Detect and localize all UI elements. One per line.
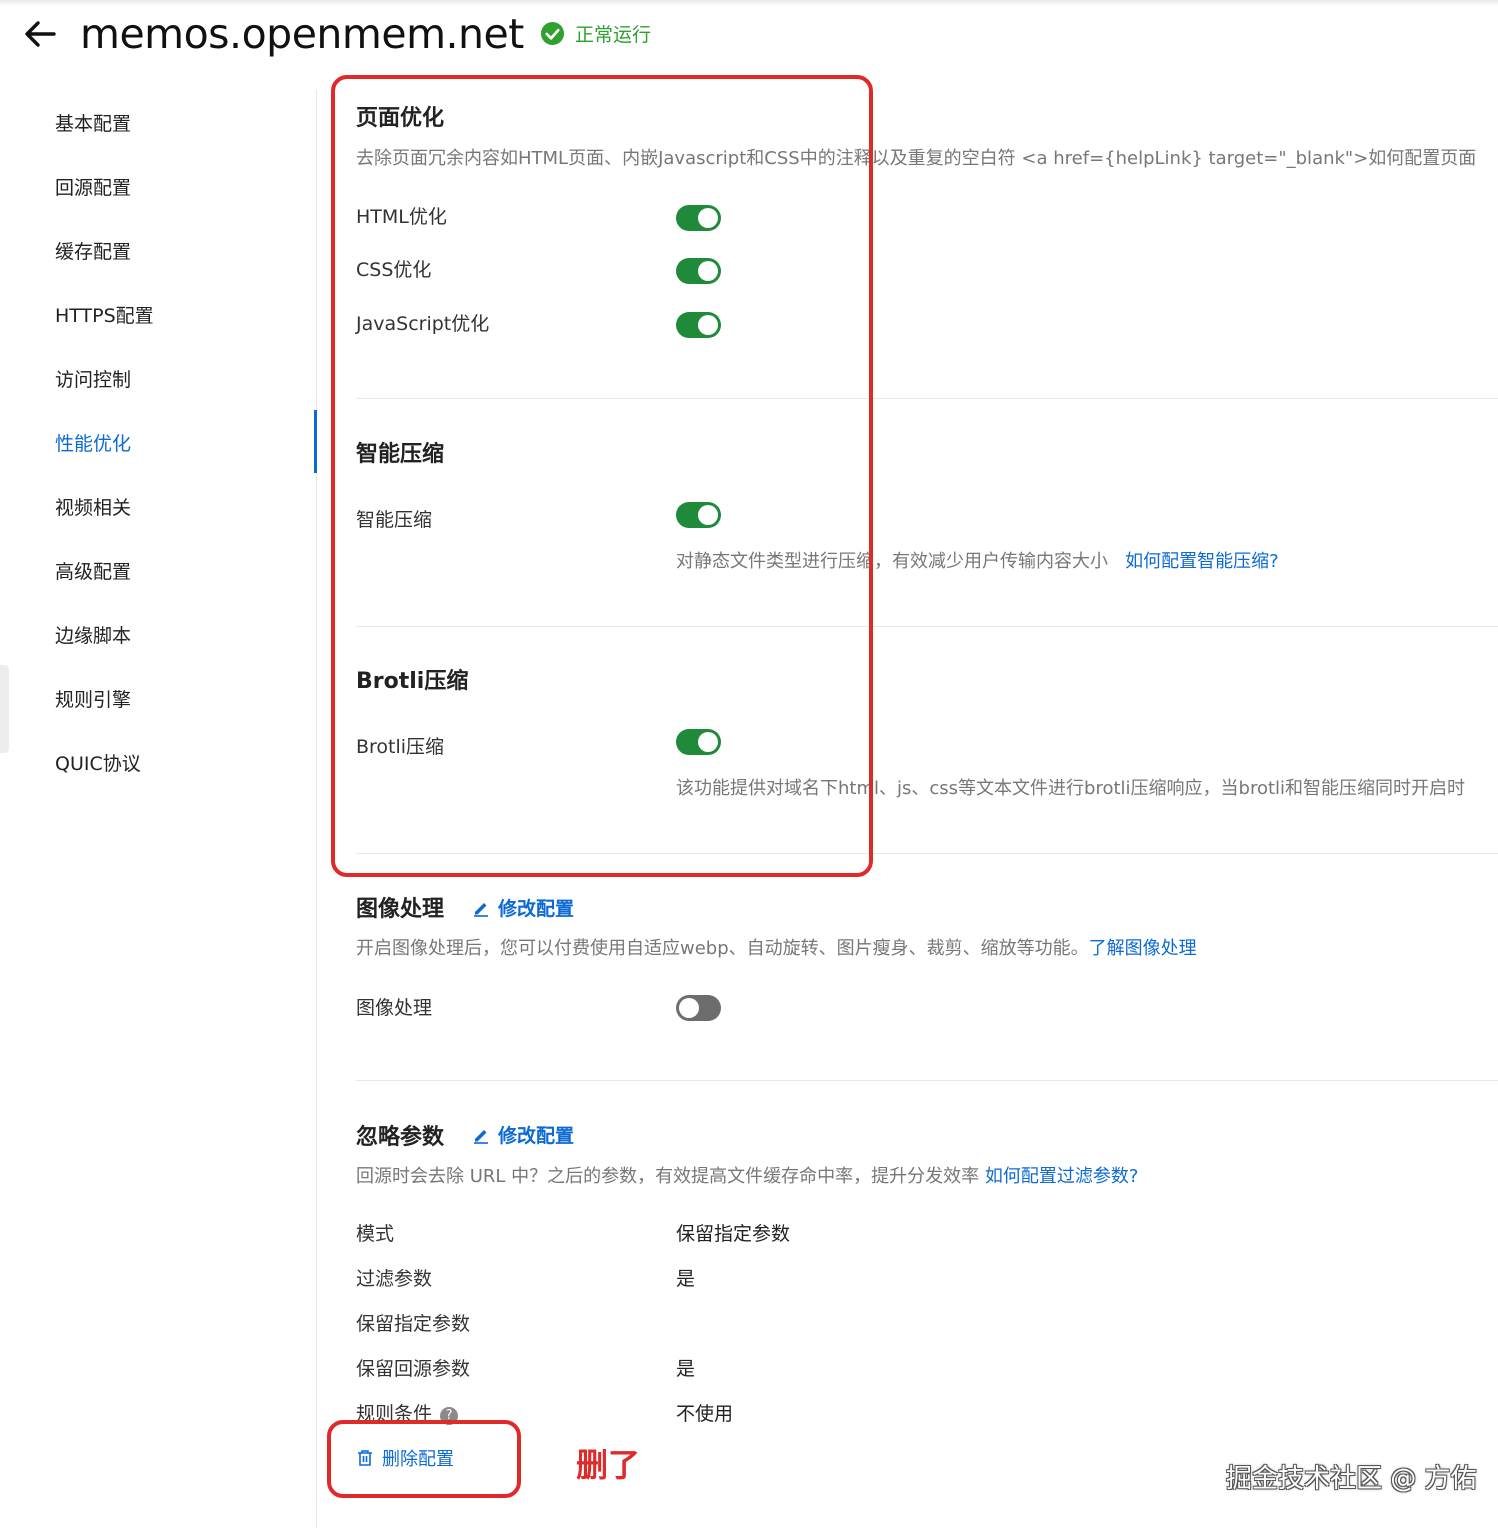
brotli-description: 该功能提供对域名下html、js、css等文本文件进行brotli压缩响应，当b… [676,778,1466,799]
image-description: 开启图像处理后，您可以付费使用自适应webp、自动旋转、图片瘦身、裁剪、缩放等功… [356,934,1197,960]
sidebar-item-https[interactable]: HTTPS配置 [55,305,154,327]
sidebar-active-indicator [314,410,317,473]
brotli-label: Brotli压缩 [356,736,445,758]
smart-compression-help-link[interactable]: 如何配置智能压缩? [1125,551,1279,572]
sidebar-item-advanced[interactable]: 高级配置 [55,561,132,583]
toggle-knob [698,261,718,281]
check-circle-icon [540,21,565,45]
highlight-box-compression [331,75,873,877]
image-label: 图像处理 [356,997,433,1019]
ignore-description: 回源时会去除 URL 中？之后的参数，有效提高文件缓存命中率，提升分发效率 如何… [356,1162,1138,1188]
section-title-page-opt: 页面优化 [356,106,445,131]
collapse-handle[interactable] [0,665,9,753]
row-value-keep-origin: 是 [676,1358,696,1380]
sidebar-item-quic[interactable]: QUIC协议 [55,753,141,775]
sidebar-item-rules[interactable]: 规则引擎 [55,689,132,711]
row-label-filter: 过滤参数 [356,1268,433,1290]
image-desc-text: 开启图像处理后，您可以付费使用自适应webp、自动旋转、图片瘦身、裁剪、缩放等功… [356,938,1089,959]
rule-condition-text: 规则条件 [356,1403,433,1425]
toggle-knob [698,732,718,752]
back-arrow-icon[interactable] [20,14,60,54]
section-divider [356,853,1498,854]
brotli-toggle[interactable] [676,729,721,755]
highlight-box-delete [327,1420,521,1498]
js-opt-label: JavaScript优化 [356,313,490,335]
smart-compression-desc-text: 对静态文件类型进行压缩，有效减少用户传输内容大小 [676,551,1108,572]
row-value-mode: 保留指定参数 [676,1223,791,1245]
page-opt-description: 去除页面冗余内容如HTML页面、内嵌Javascript和CSS中的注释以及重复… [356,148,1477,169]
image-help-link[interactable]: 了解图像处理 [1088,938,1197,959]
smart-compression-description: 对静态文件类型进行压缩，有效减少用户传输内容大小 如何配置智能压缩? [676,547,1279,573]
ignore-edit-label: 修改配置 [498,1125,575,1147]
section-title-image: 图像处理 [356,897,445,922]
section-divider [356,1080,1498,1081]
row-value-filter: 是 [676,1268,696,1290]
smart-compression-toggle[interactable] [676,502,721,528]
sidebar-item-basic[interactable]: 基本配置 [55,113,132,135]
html-opt-label: HTML优化 [356,206,447,228]
toggle-knob [698,315,718,335]
section-title-ignore-params: 忽略参数 [356,1125,445,1150]
edit-pencil-icon [474,1129,488,1144]
sidebar-divider [316,90,317,1528]
ignore-edit-button[interactable]: 修改配置 [472,1121,574,1148]
sidebar-item-origin[interactable]: 回源配置 [55,177,132,199]
css-opt-label: CSS优化 [356,259,432,281]
domain-title: memos.openmem.net [80,10,524,58]
image-toggle[interactable] [676,995,721,1021]
sidebar-item-video[interactable]: 视频相关 [55,497,132,519]
section-title-smart-compression: 智能压缩 [356,442,445,467]
toggle-knob [679,998,699,1018]
delete-config-button[interactable]: 删除配置 [356,1445,454,1471]
delete-config-label: 删除配置 [382,1449,454,1470]
row-value-rule-condition: 不使用 [676,1403,734,1425]
smart-compression-label: 智能压缩 [356,509,433,531]
sidebar-item-edge-script[interactable]: 边缘脚本 [55,625,132,647]
section-title-brotli: Brotli压缩 [356,669,469,694]
js-opt-toggle[interactable] [676,312,721,338]
trash-icon [358,1450,372,1466]
section-divider [356,398,1498,399]
html-opt-toggle[interactable] [676,205,721,231]
sidebar-item-cache[interactable]: 缓存配置 [55,241,132,263]
row-label-keep-params: 保留指定参数 [356,1313,471,1335]
status-text: 正常运行 [575,23,652,46]
toggle-knob [698,505,718,525]
image-edit-label: 修改配置 [498,898,575,920]
status-badge: 正常运行 [540,20,651,46]
css-opt-toggle[interactable] [676,258,721,284]
annotation-text: 删了 [576,1446,641,1484]
sidebar-item-performance[interactable]: 性能优化 [55,433,132,455]
row-label-keep-origin: 保留回源参数 [356,1358,471,1380]
row-label-mode: 模式 [356,1223,395,1245]
ignore-help-link[interactable]: 如何配置过滤参数? [984,1166,1139,1187]
sidebar-item-access[interactable]: 访问控制 [55,369,132,391]
ignore-desc-text: 回源时会去除 URL 中？之后的参数，有效提高文件缓存命中率，提升分发效率 [356,1166,980,1187]
image-edit-button[interactable]: 修改配置 [472,894,574,921]
toggle-knob [698,208,718,228]
top-border [0,0,1498,6]
watermark: 掘金技术社区 @ 方佑 [1226,1464,1477,1494]
edit-pencil-icon [474,902,488,917]
section-divider [356,626,1498,627]
